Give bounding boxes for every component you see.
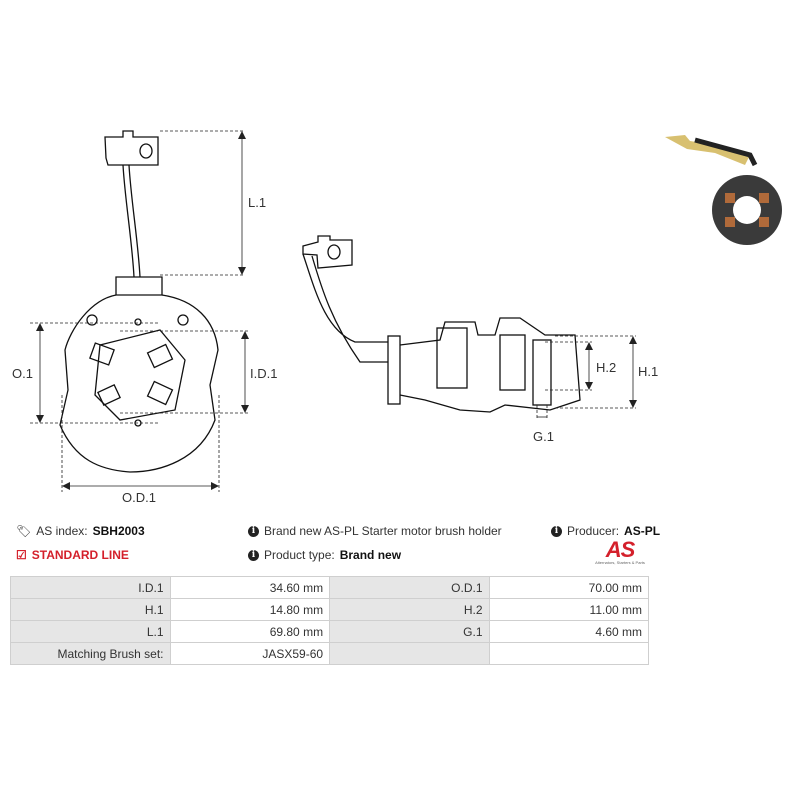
front-view	[59, 130, 219, 473]
logo-tagline: Alternators, Starters & Parts	[595, 560, 645, 565]
table-row: H.1 14.80 mm H.2 11.00 mm	[10, 598, 650, 621]
logo-mark: AS	[605, 537, 636, 562]
technical-drawing: L.1 O.1 I.D.1 O.D.1 H.1 H.2 G.1	[12, 130, 658, 505]
spec-key: H.2	[329, 598, 490, 621]
label-l1: L.1	[248, 195, 266, 210]
product-type-value: Brand new	[339, 548, 402, 562]
tag-icon: 🏷	[16, 524, 32, 538]
spec-value: 69.80 mm	[169, 620, 331, 643]
product-type-label: Product type:	[264, 548, 335, 562]
label-g1: G.1	[533, 429, 554, 444]
as-index-label: AS index:	[36, 524, 88, 538]
description-text: Brand new AS-PL Starter motor brush hold…	[264, 524, 502, 538]
description: i Brand new AS-PL Starter motor brush ho…	[248, 524, 502, 538]
info-icon: i	[248, 525, 259, 537]
spec-value: 11.00 mm	[488, 598, 650, 621]
as-pl-logo: AS Alternators, Starters & Parts	[590, 537, 650, 566]
spec-key: I.D.1	[10, 576, 171, 599]
spec-key	[329, 642, 490, 665]
checkbox-icon: ☑	[16, 548, 27, 562]
spec-key: G.1	[329, 620, 490, 643]
table-row: I.D.1 34.60 mm O.D.1 70.00 mm	[10, 576, 650, 599]
label-o1: O.1	[12, 366, 33, 381]
producer-value: AS-PL	[624, 524, 661, 538]
info-icon: i	[551, 525, 562, 537]
spec-key: L.1	[10, 620, 171, 643]
side-view	[302, 235, 581, 413]
info-icon: i	[248, 549, 259, 561]
spec-key: O.D.1	[329, 576, 490, 599]
as-index-value: SBH2003	[92, 524, 145, 538]
standard-line-badge: ☑ STANDARD LINE	[16, 548, 129, 562]
line-label: STANDARD LINE	[31, 548, 129, 562]
spec-value	[488, 642, 650, 665]
product-type: i Product type: Brand new	[248, 548, 401, 562]
dimension-lines	[30, 130, 636, 492]
label-id1: I.D.1	[250, 366, 277, 381]
table-row: L.1 69.80 mm G.1 4.60 mm	[10, 620, 650, 643]
as-index: 🏷 AS index: SBH2003	[16, 524, 145, 538]
label-h2: H.2	[596, 360, 616, 375]
producer: i Producer: AS-PL	[551, 524, 660, 538]
label-od1: O.D.1	[122, 490, 156, 505]
spec-table: I.D.1 34.60 mm O.D.1 70.00 mm H.1 14.80 …	[10, 576, 650, 665]
label-h1: H.1	[638, 364, 658, 379]
product-photo	[665, 135, 782, 245]
spec-value: JASX59-60	[169, 642, 331, 665]
producer-label: Producer:	[567, 524, 620, 538]
spec-value: 14.80 mm	[169, 598, 331, 621]
table-row: Matching Brush set: JASX59-60	[10, 642, 650, 665]
spec-value: 34.60 mm	[169, 576, 331, 599]
spec-key: H.1	[10, 598, 171, 621]
spec-value: 4.60 mm	[488, 620, 650, 643]
spec-value: 70.00 mm	[488, 576, 650, 599]
spec-key: Matching Brush set:	[10, 642, 171, 665]
